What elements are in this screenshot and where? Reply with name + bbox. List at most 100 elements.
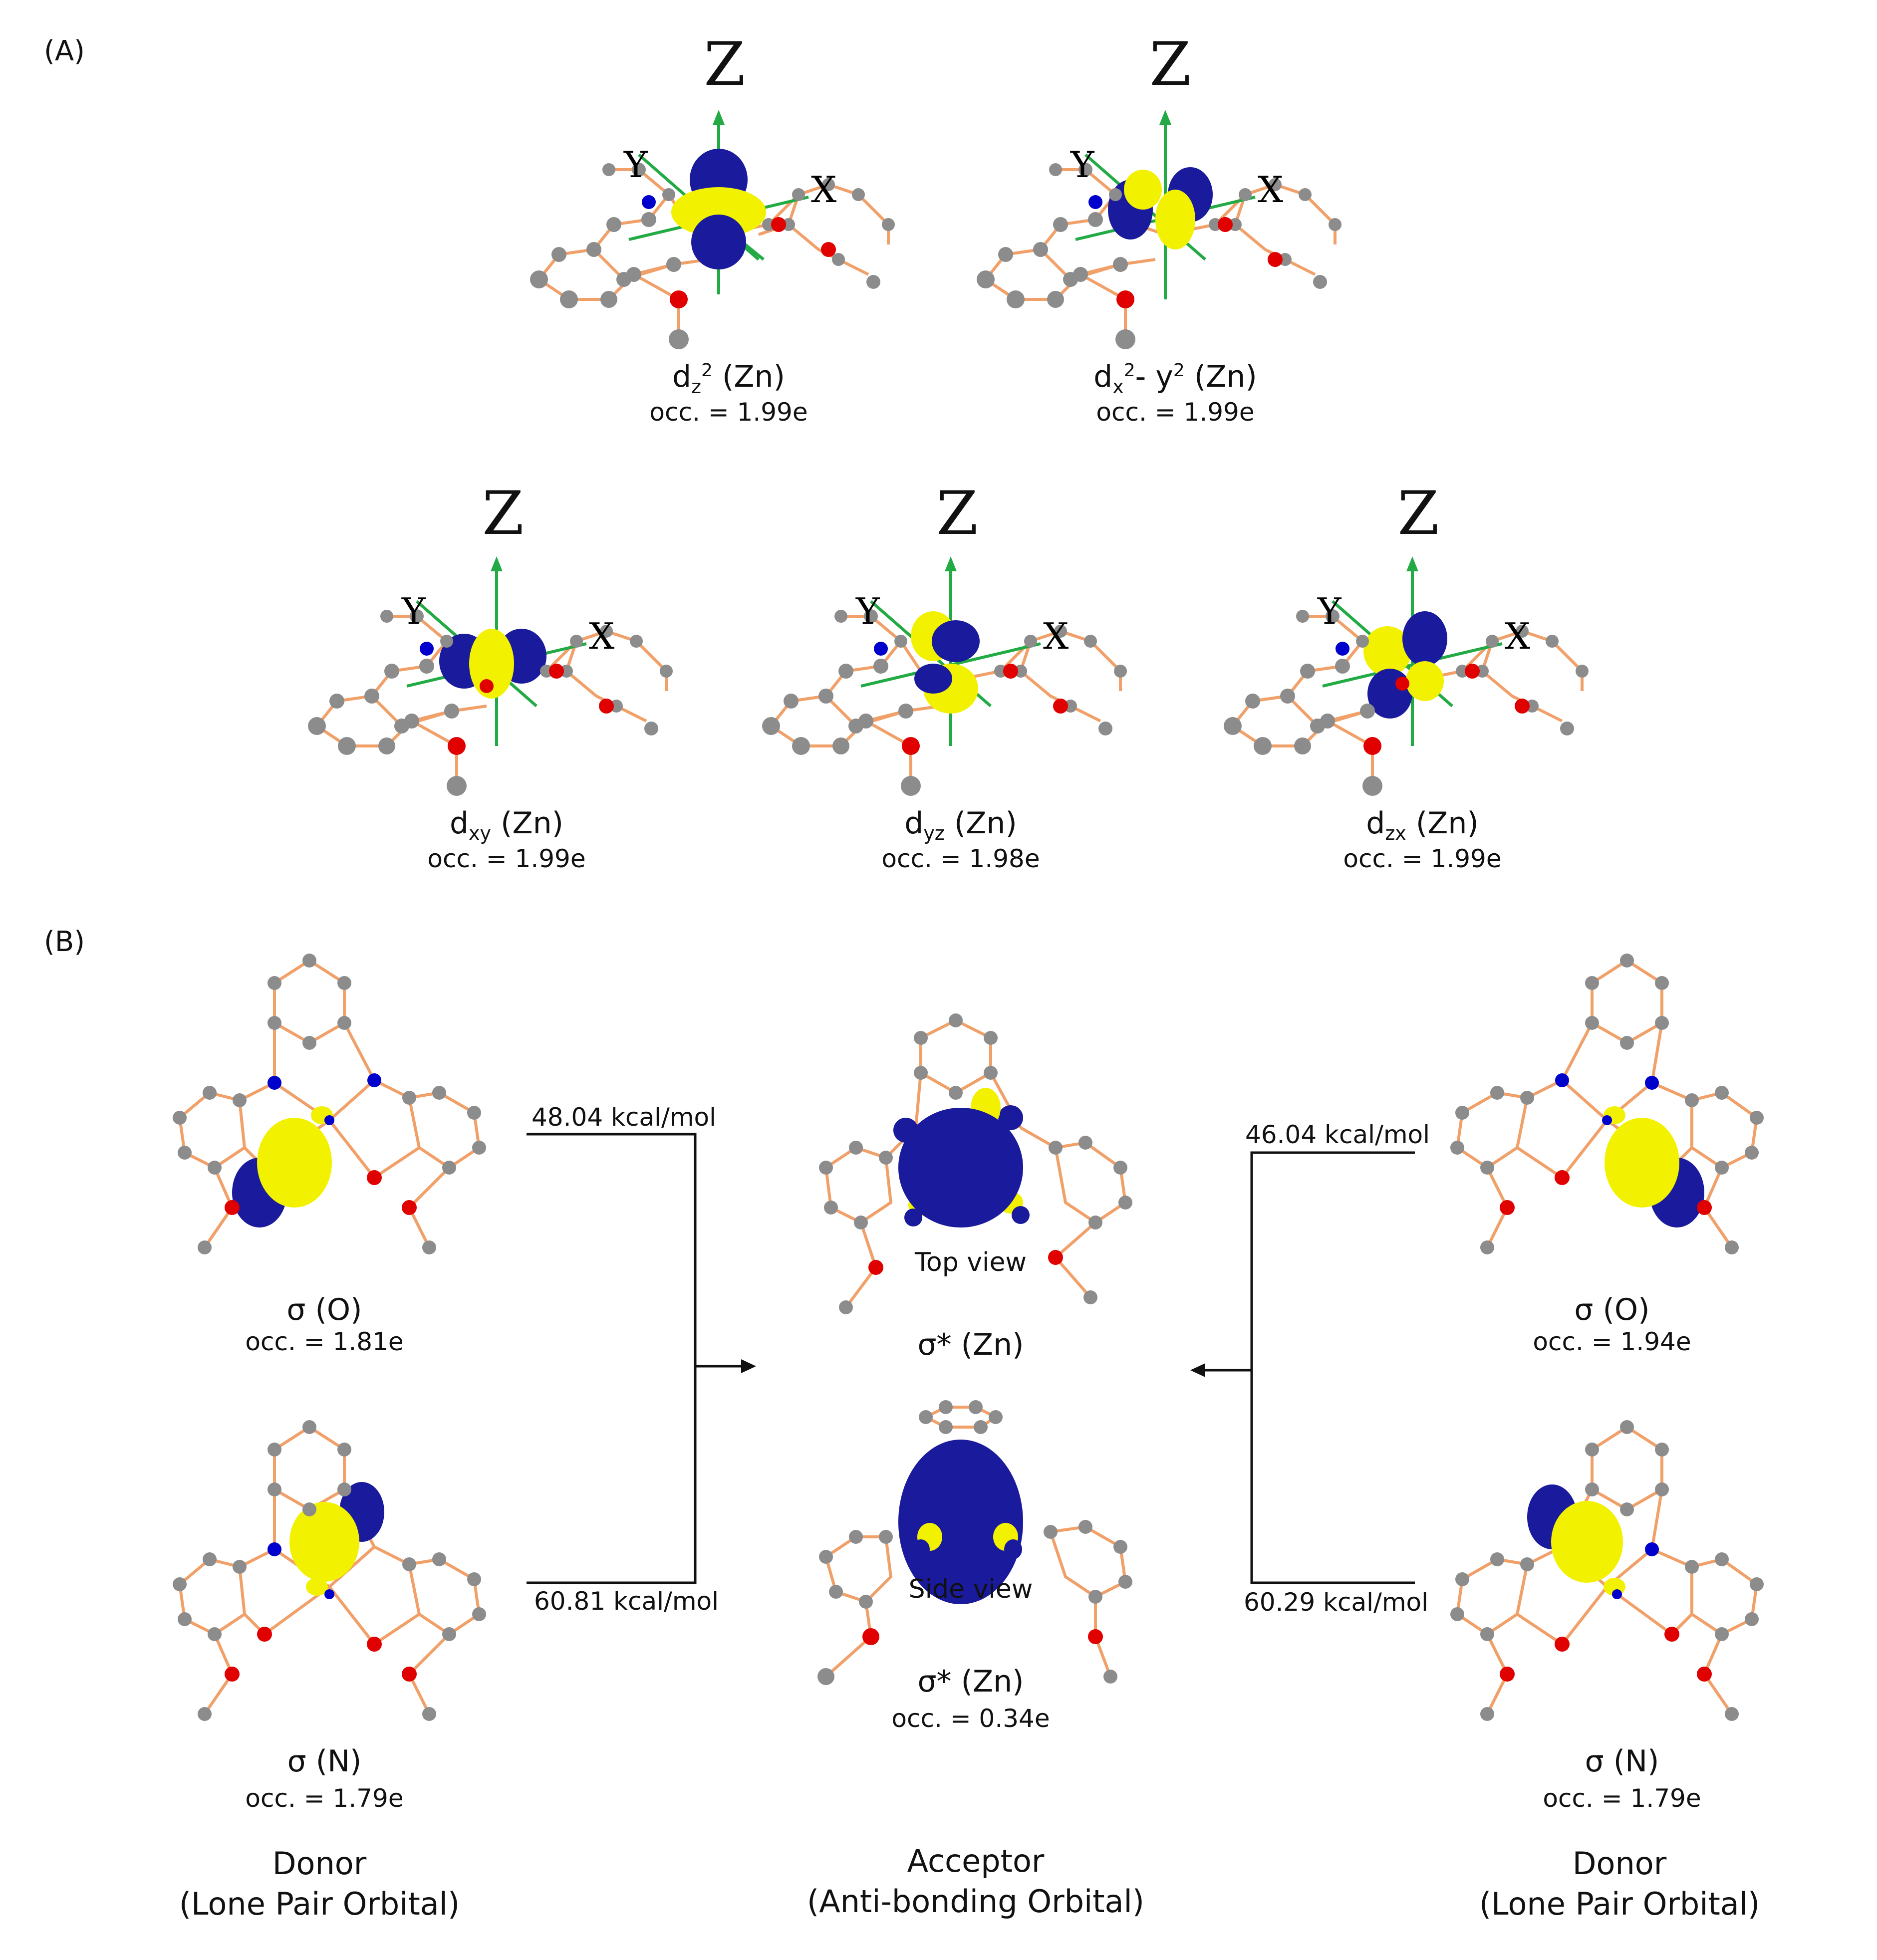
role-donor-left: Donor (Lone Pair Orbital) — [179, 1844, 460, 1924]
caption-acceptor-bottom: σ* (Zn) occ. = 0.34e — [891, 1664, 1050, 1733]
lobe-negative — [1406, 661, 1444, 701]
oxygen-atom — [1363, 737, 1381, 755]
caption-donor-right-sigma-n: σ (N) occ. = 1.79e — [1543, 1744, 1701, 1813]
lobe-positive — [904, 1209, 922, 1226]
orbital-label: σ (O) — [1574, 1292, 1650, 1327]
carbon-atoms — [530, 163, 895, 349]
lobe-positive — [691, 215, 746, 269]
oxygen-atom — [771, 217, 786, 232]
oxygen-atom — [257, 1627, 272, 1642]
lobe-negative — [1551, 1501, 1623, 1583]
occupancy-label: occ. = 1.79e — [1543, 1784, 1701, 1813]
molecule-donor-left-sigma-n — [173, 1420, 486, 1721]
oxygen-atom — [1218, 217, 1233, 232]
oxygen-atom — [1003, 664, 1018, 679]
occupancy-label: occ. = 1.99e — [1343, 844, 1502, 873]
oxygen-atom — [1555, 1637, 1570, 1652]
oxygen-atom — [1088, 1629, 1103, 1644]
oxygen-atom — [1515, 699, 1530, 714]
oxygen-atom — [1268, 252, 1283, 267]
oxygen-atom — [480, 679, 494, 693]
arrow-left-icon — [1190, 1363, 1205, 1377]
carbon-atoms — [308, 609, 673, 796]
oxygen-atom — [1116, 290, 1134, 308]
nitrogen-atom — [1336, 642, 1349, 656]
orbital-caption-dyz: dyz (Zn) occ. = 1.98e — [881, 806, 1040, 873]
carbon-atoms — [1450, 954, 1764, 1254]
arrow-right-icon — [741, 1359, 756, 1373]
oxygen-atom — [902, 737, 920, 755]
occupancy-label: occ. = 1.81e — [245, 1327, 404, 1356]
oxygen-atom — [1664, 1627, 1679, 1642]
lobe-negative — [1363, 626, 1411, 676]
orbital-label: dx2- y2 (Zn) — [1093, 359, 1257, 398]
y-axis-label: Y — [855, 590, 880, 632]
molecule-dxy: Y X — [308, 556, 673, 796]
role-title: Acceptor — [907, 1843, 1045, 1879]
caption-donor-right-sigma-o: σ (O) occ. = 1.94e — [1533, 1292, 1691, 1356]
molecule-dz2: Y X — [530, 110, 895, 349]
role-subtitle: (Lone Pair Orbital) — [1479, 1885, 1760, 1922]
z-axis-label: Z — [704, 30, 746, 99]
lobes — [671, 149, 766, 269]
oxygen-atom — [670, 290, 688, 308]
lobe-negative — [1155, 190, 1195, 249]
lobes — [1108, 167, 1213, 249]
x-axis-label: X — [1258, 169, 1283, 211]
carbon-atoms — [819, 1013, 1132, 1314]
connector-left — [527, 1133, 697, 1584]
energy-label-left-top: 48.04 kcal/mol — [532, 1103, 717, 1132]
molecule-donor-right-sigma-o — [1450, 954, 1764, 1254]
orbital-label: σ (O) — [286, 1292, 362, 1327]
oxygen-atom — [1048, 1250, 1063, 1265]
lobes — [289, 1482, 384, 1596]
role-subtitle: (Anti-bonding Orbital) — [807, 1883, 1144, 1920]
orbital-caption-dxy: dxy (Zn) occ. = 1.99e — [427, 806, 585, 873]
nitrogen-atom — [367, 1073, 381, 1087]
caption-donor-left-sigma-n: σ (N) occ. = 1.79e — [245, 1744, 403, 1813]
oxygen-atom — [868, 1260, 883, 1275]
carbon-atoms — [173, 1420, 486, 1721]
oxygen-atom — [1465, 664, 1480, 679]
lobes — [1363, 611, 1447, 719]
orbital-label: σ (N) — [287, 1744, 362, 1779]
panel-b-label: (B) — [44, 926, 85, 958]
oxygen-atom — [225, 1200, 240, 1215]
occupancy-label: occ. = 1.79e — [245, 1784, 404, 1813]
orbital-caption-dz2: dz2 (Zn) occ. = 1.99e — [649, 359, 807, 427]
carbon-atoms — [1224, 609, 1589, 796]
oxygen-atom — [367, 1637, 382, 1652]
lobes — [232, 1106, 333, 1227]
nitrogen-atom — [268, 1076, 281, 1090]
caption-donor-left-sigma-o: σ (O) occ. = 1.81e — [245, 1292, 403, 1356]
lobe-positive — [898, 1440, 1023, 1604]
nitrogen-atom — [324, 1589, 334, 1599]
lobes — [1604, 1106, 1704, 1227]
x-axis-label: X — [1505, 615, 1530, 657]
z-axis-label: Z — [936, 479, 978, 548]
oxygen-atom — [599, 699, 614, 714]
lobes — [439, 629, 546, 699]
y-axis-label: Y — [401, 590, 426, 632]
oxygen-atom — [1053, 699, 1068, 714]
oxygen-atom — [1395, 677, 1409, 691]
carbon-atoms — [173, 954, 486, 1254]
energy-label-left-bottom: 60.81 kcal/mol — [534, 1587, 719, 1616]
orbital-label: σ (N) — [1585, 1744, 1659, 1779]
lobes — [911, 611, 980, 714]
nitrogen-atom — [1645, 1542, 1659, 1556]
oxygen-atom — [821, 242, 836, 257]
z-axis-label: Z — [482, 479, 524, 548]
lobe-negative — [671, 187, 766, 237]
carbon-atoms — [977, 163, 1341, 349]
nitrogen-atom — [1555, 1073, 1569, 1087]
z-axis-arrowhead — [713, 110, 725, 125]
energy-label-right-top: 46.04 kcal/mol — [1245, 1120, 1430, 1149]
oxygen-atom — [402, 1200, 417, 1215]
oxygen-atom — [1555, 1170, 1570, 1185]
orbital-label: dyz (Zn) — [904, 806, 1017, 844]
occupancy-label: occ. = 1.98e — [881, 844, 1040, 873]
oxygen-atom — [862, 1628, 879, 1645]
x-axis-label: X — [589, 615, 614, 657]
